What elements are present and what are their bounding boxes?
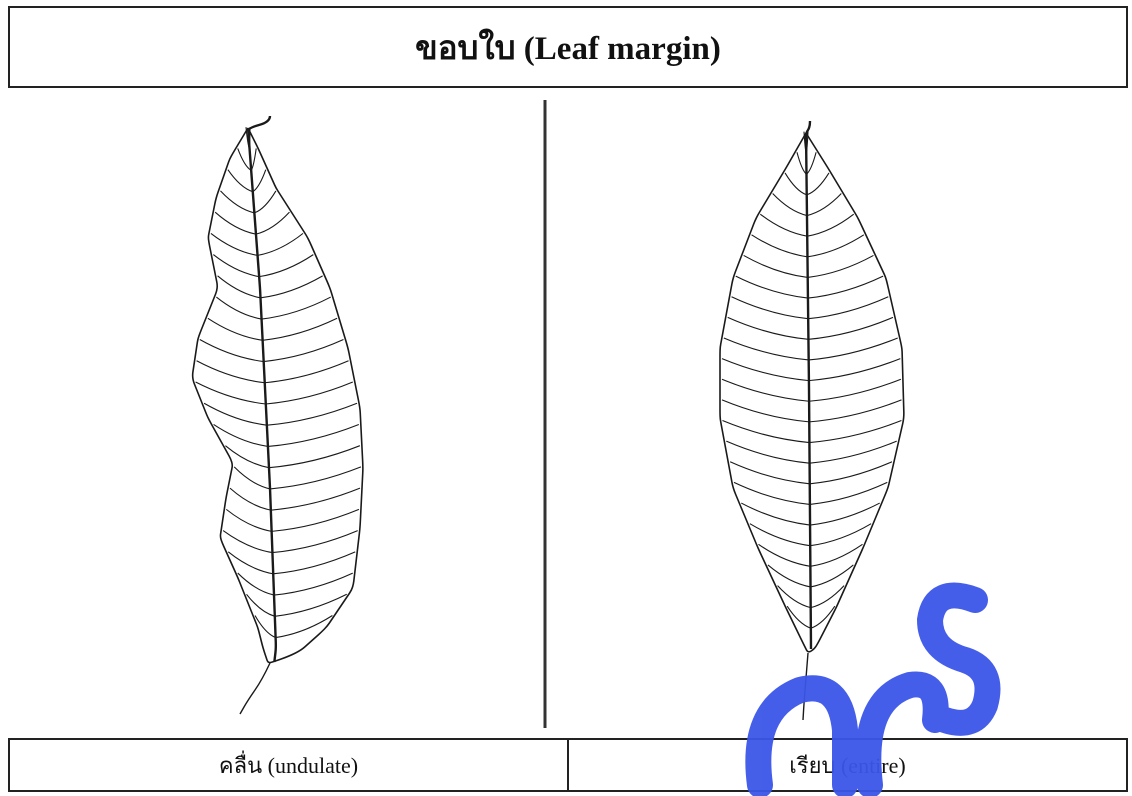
leaf-vein xyxy=(808,255,874,277)
leaf-vein xyxy=(216,297,261,319)
leaf-vein xyxy=(228,170,253,192)
leaf-vein xyxy=(223,531,272,553)
leaf-vein xyxy=(728,317,809,339)
leaf-midrib xyxy=(806,121,811,649)
undulate-leaf-drawing xyxy=(193,116,363,714)
leaf-vein xyxy=(215,212,256,234)
leaf-vein xyxy=(272,509,359,531)
leaf-vein xyxy=(722,421,809,443)
leaf-vein xyxy=(806,152,816,174)
leaf-vein xyxy=(265,361,349,383)
leaf-vein xyxy=(722,400,809,422)
leaf-vein xyxy=(810,482,887,504)
leaf-vein xyxy=(266,382,353,404)
leaf-vein xyxy=(274,573,353,595)
leaf-vein xyxy=(256,212,289,234)
leaf-vein xyxy=(808,276,883,298)
leaf-vein xyxy=(213,255,259,277)
leaf-outline xyxy=(193,128,363,663)
leaf-vein xyxy=(760,214,807,236)
leaf-vein xyxy=(807,194,841,216)
figure-title: ขอบใบ (Leaf margin) xyxy=(8,6,1128,88)
leaf-vein xyxy=(276,616,333,638)
leaf-vein xyxy=(807,214,853,236)
leaf-vein xyxy=(809,359,900,381)
leaf-vein xyxy=(196,382,266,404)
leaf-vein xyxy=(722,359,809,381)
leaf-petiole xyxy=(240,663,270,714)
leaf-vein xyxy=(809,338,898,360)
leaf-vein xyxy=(744,255,808,277)
leaf-vein xyxy=(273,552,355,574)
leaf-vein xyxy=(810,462,892,484)
leaf-vein xyxy=(734,482,810,504)
leaf-vein xyxy=(797,152,806,174)
leaf-vein xyxy=(269,446,360,468)
leaf-vein xyxy=(807,173,829,195)
leaf-vein xyxy=(809,400,901,422)
leaf-vein xyxy=(262,297,331,319)
leaf-vein xyxy=(264,340,344,362)
leaf-vein xyxy=(724,338,809,360)
leaf-vein xyxy=(810,524,871,546)
leaf-vein xyxy=(810,441,897,463)
leaf-vein xyxy=(807,235,863,257)
leaf-vein xyxy=(263,318,337,340)
leaf-vein xyxy=(810,503,880,525)
leaf-vein xyxy=(808,297,888,319)
undulate-label: คลื่น (undulate) xyxy=(10,740,567,790)
leaf-vein xyxy=(773,194,807,216)
leaf-vein xyxy=(260,276,322,298)
leaf-vein xyxy=(736,276,808,298)
leaf-vein xyxy=(752,235,808,257)
leaf-vein xyxy=(267,403,357,425)
leaf-vein xyxy=(750,524,810,546)
leaf-vein xyxy=(808,317,893,339)
leaf-vein xyxy=(258,233,303,255)
leaf-vein xyxy=(732,297,809,319)
leaf-vein xyxy=(271,488,360,510)
leaf-vein xyxy=(810,544,862,566)
leaf-vein xyxy=(200,340,264,362)
leaf-vein xyxy=(197,361,265,383)
leaf-vein xyxy=(809,379,901,401)
leaf-vein xyxy=(234,467,270,489)
leaf-vein xyxy=(230,488,271,510)
leaf-outline xyxy=(720,133,904,652)
leaf-vein xyxy=(785,173,807,195)
leaf-vein xyxy=(254,191,276,213)
leaf-vein xyxy=(211,233,258,255)
leaf-vein xyxy=(726,441,809,463)
leaf-vein xyxy=(253,170,266,192)
leaf-vein xyxy=(208,318,263,340)
leaf-vein xyxy=(218,276,261,298)
leaf-vein xyxy=(220,191,254,213)
leaf-vein xyxy=(270,467,361,489)
leaf-vein xyxy=(722,379,809,401)
leaf-vein xyxy=(204,403,267,425)
leaf-vein xyxy=(247,594,275,616)
leaf-vein xyxy=(809,421,901,443)
leaf-vein xyxy=(226,509,271,531)
leaf-vein xyxy=(268,424,359,446)
watermark-logo xyxy=(720,580,1020,796)
leaf-vein xyxy=(730,462,810,484)
leaf-vein xyxy=(259,255,313,277)
leaf-vein xyxy=(758,544,810,566)
leaf-vein xyxy=(741,503,810,525)
leaf-vein xyxy=(272,531,357,553)
